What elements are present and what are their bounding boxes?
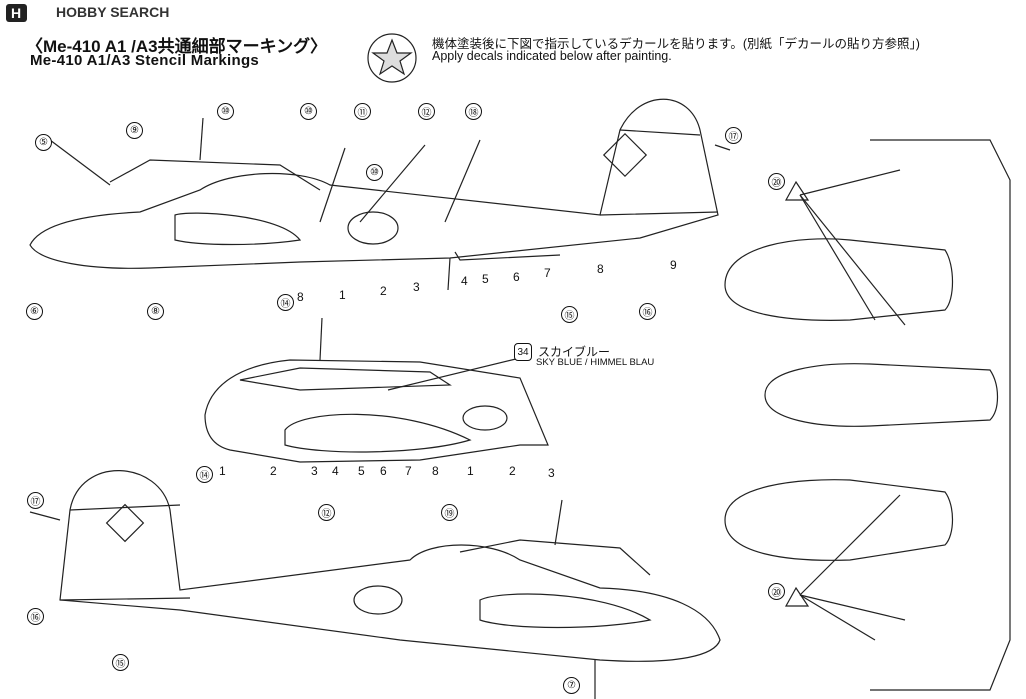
decal-callout: ⑰ [725, 127, 742, 144]
decal-callout: ⑯ [639, 303, 656, 320]
hobby-search-logo-mark: H [6, 4, 27, 22]
paint-code-badge: 34 [514, 343, 532, 361]
paint-name-jp: スカイブルー [538, 345, 611, 359]
decal-callout: ⑥ [26, 303, 43, 320]
stencil-number: 6 [380, 464, 387, 478]
decal-callout: ⑧ [147, 303, 164, 320]
stencil-number: 8 [597, 262, 604, 276]
decal-callout: ⑦ [563, 677, 580, 694]
decal-callout: ⑮ [112, 654, 129, 671]
stencil-number: 5 [482, 272, 489, 286]
stencil-number: 3 [548, 466, 555, 480]
stencil-number: 2 [380, 284, 387, 298]
decal-callout: ⑫ [318, 504, 335, 521]
stencil-number: 4 [461, 274, 468, 288]
stencil-number: 1 [219, 464, 226, 478]
page-title-jp: 〈Me-410 A1 /A3共通細部マーキング〉 [26, 37, 328, 56]
left-side-view [29, 98, 731, 291]
right-side-view [29, 470, 721, 699]
stencil-number: 5 [358, 464, 365, 478]
stencil-number: 1 [467, 464, 474, 478]
underside-view [724, 139, 1011, 691]
decal-callout: ⑰ [27, 492, 44, 509]
stencil-number: 7 [544, 266, 551, 280]
top-view [204, 317, 549, 463]
stencil-number: 3 [311, 464, 318, 478]
decal-callout: ⑭ [196, 466, 213, 483]
decal-callout: ⑨ [126, 122, 143, 139]
instruction-jp: 機体塗装後に下図で指示しているデカールを貼ります。(別紙「デカールの貼り方参照」… [432, 37, 920, 51]
stencil-number: 6 [513, 270, 520, 284]
stencil-number: 2 [270, 464, 277, 478]
decal-callout: ⑯ [27, 608, 44, 625]
decal-star-icon [367, 33, 417, 83]
decal-callout: ⑭ [277, 294, 294, 311]
decal-callout: ⑤ [35, 134, 52, 151]
stencil-number: 1 [339, 288, 346, 302]
hobby-search-logo-text: HOBBY SEARCH [56, 4, 170, 20]
decal-callout: ⑪ [354, 103, 371, 120]
decal-callout: ⑳ [768, 173, 785, 190]
decal-callout: ⑫ [418, 103, 435, 120]
stencil-number: 7 [405, 464, 412, 478]
instruction-en: Apply decals indicated below after paint… [432, 49, 672, 63]
stencil-number: 4 [332, 464, 339, 478]
decal-callout: ⑩ [300, 103, 317, 120]
stencil-number: 8 [432, 464, 439, 478]
stencil-number: 8 [297, 290, 304, 304]
decal-callout: ⑱ [465, 103, 482, 120]
decal-callout: ⑲ [441, 504, 458, 521]
stencil-number: 3 [413, 280, 420, 294]
decal-callout: ⑩ [217, 103, 234, 120]
stencil-number: 9 [670, 258, 677, 272]
paint-name-en: SKY BLUE / HIMMEL BLAU [536, 357, 655, 368]
decal-callout: ⑳ [768, 583, 785, 600]
stencil-number: 2 [509, 464, 516, 478]
decal-callout: ⑩ [366, 164, 383, 181]
page-title-en: Me-410 A1/A3 Stencil Markings [30, 52, 260, 69]
decal-callout: ⑮ [561, 306, 578, 323]
